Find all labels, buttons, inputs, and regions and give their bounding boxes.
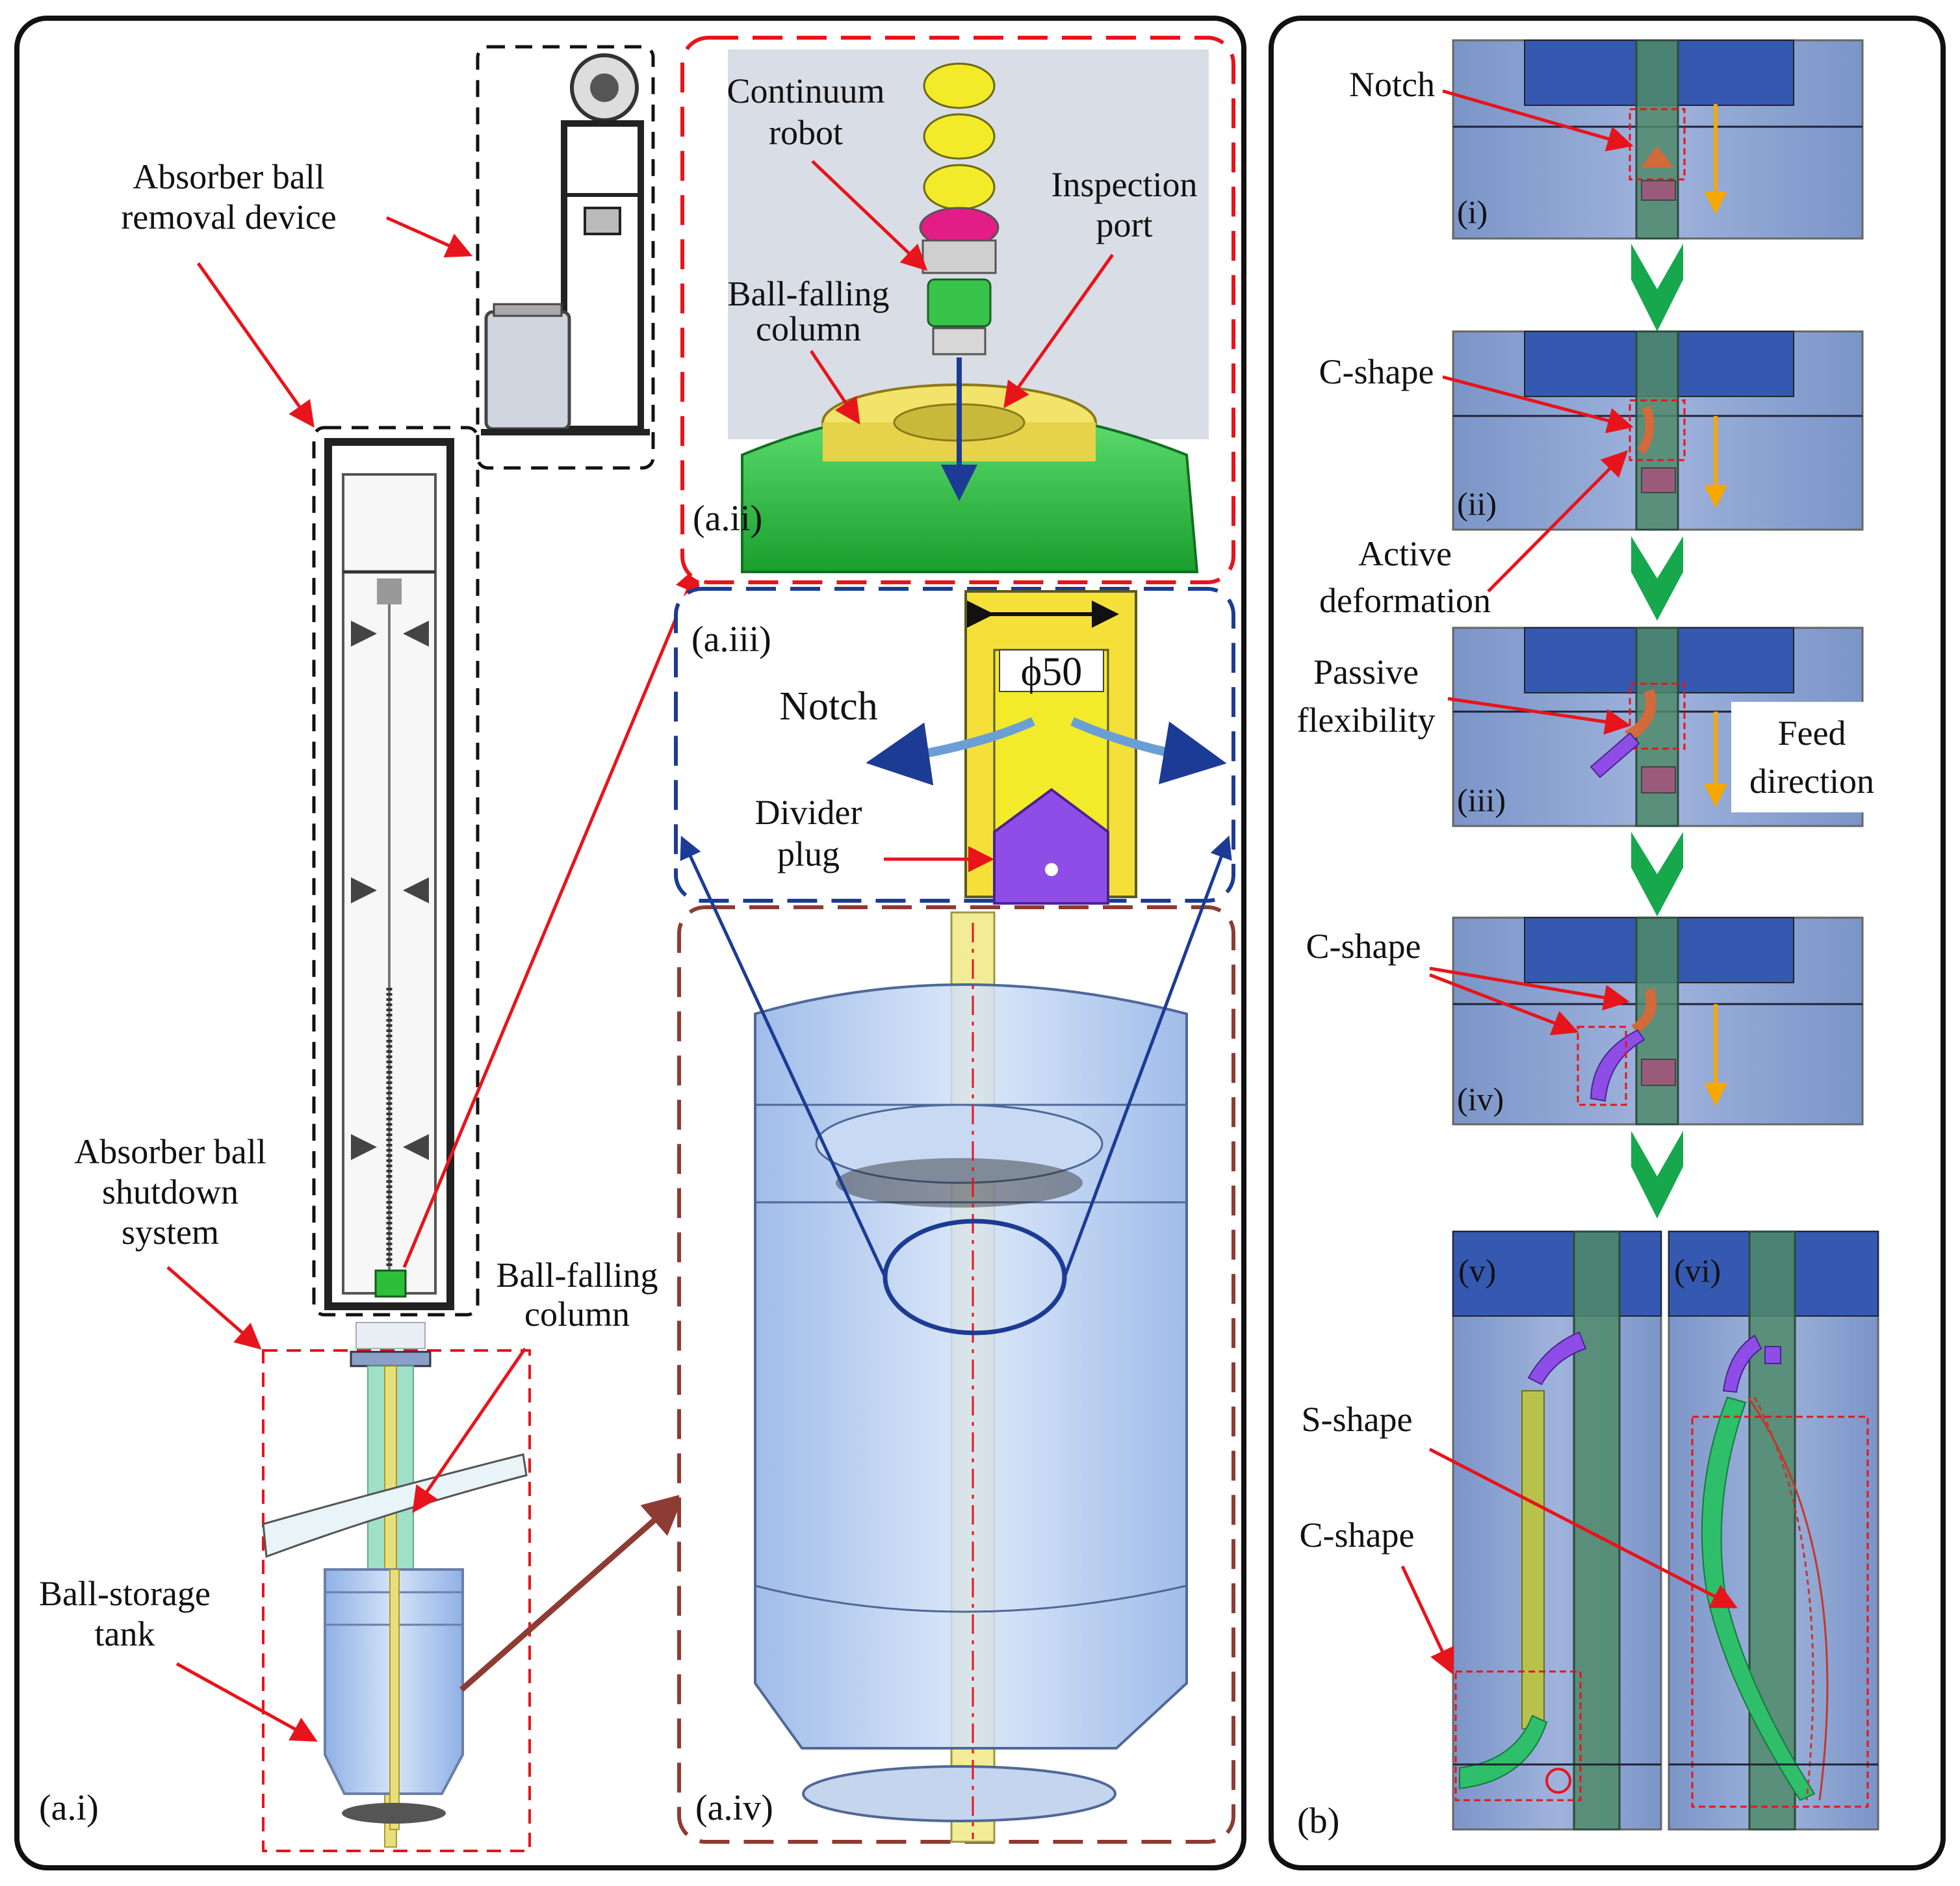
panel-aiv: (a.iv) [677,835,1235,1844]
feed-direction-label-1: Feed [1778,714,1846,753]
panel-tag-aiv: (a.iv) [695,1788,773,1828]
ball-storage-tank [754,983,1188,1750]
panel-tag-b: (b) [1297,1801,1339,1841]
zoom-arrow-brown [459,1493,685,1692]
panel-aii: Continuum robot Inspection port Ball-fal… [680,36,1235,584]
green-adapter [374,1269,407,1298]
panel-tag-aiii: (a.iii) [691,619,771,660]
removal-device-label-1: Absorber ball [133,157,324,196]
s-shape-label: S-shape [1302,1400,1413,1439]
step-i-tag: (i) [1457,194,1488,230]
step-chevron-1 [1631,244,1683,331]
step-v-tag: (v) [1458,1252,1496,1289]
step-iii-tag: (iii) [1457,782,1506,818]
shutdown-system-label-1: Absorber ball [74,1132,266,1171]
step-i: (i) [1452,39,1864,240]
step-iv: (iv) [1452,916,1864,1126]
panel-tag-ai: (a.i) [39,1788,99,1828]
passive-flexibility-label-1: Passive [1313,652,1419,691]
continuum-robot-label-2: robot [769,113,843,152]
step-vi-tag: (vi) [1674,1252,1721,1289]
divider-plug-label-2: plug [777,834,840,873]
active-deformation-label-1: Active [1358,534,1452,573]
step-ii: (ii) [1452,330,1864,531]
aii-ball-falling-label-1: Ball-falling [728,274,890,313]
active-deformation-label-2: deformation [1319,581,1491,620]
feed-direction-label-2: direction [1749,762,1874,801]
divider-plug-label-1: Divider [755,793,862,832]
floor-slab [262,1453,528,1558]
step-iv-label: C-shape [1306,927,1421,966]
continuum-robot-label-1: Continuum [727,71,884,110]
step-v: (v) [1452,1230,1662,1831]
c-shape-label-b: C-shape [1300,1516,1415,1555]
shutdown-system-drawing [262,1322,531,1852]
panel-tag-aii: (a.ii) [693,498,762,539]
panel-aiii: ϕ50 Notch Divider plug (a.iii) [674,587,1235,905]
shutdown-system-box [262,1349,531,1852]
step-chevron-2 [1631,536,1683,621]
shutdown-system-label-3: system [122,1213,219,1252]
notch-label: Notch [779,684,878,729]
removal-device-drawing [476,45,655,470]
removal-device-box [476,45,655,470]
inspection-port-label-1: Inspection [1051,165,1198,204]
diameter-label: ϕ50 [1021,650,1083,694]
storage-tank-label-2: tank [95,1614,155,1653]
shaft-frame-box [312,426,480,1317]
shaft-frame-drawing [312,426,480,1317]
ball-falling-column-label-1: Ball-falling [496,1256,658,1295]
ball-falling-column-label-2: column [524,1295,630,1334]
callout-arrows-a [166,216,700,1742]
step-ii-label: C-shape [1319,352,1434,391]
step-i-label: Notch [1349,65,1435,104]
step-chevron-4 [1631,1131,1683,1219]
aii-ball-falling-label-2: column [756,309,861,348]
continuum-robot [919,62,999,355]
step-iv-tag: (iv) [1457,1081,1504,1117]
inspection-port-label-2: port [1096,205,1153,244]
shutdown-system-label-2: shutdown [102,1172,239,1211]
passive-flexibility-label-2: flexibility [1297,701,1436,740]
storage-canister [484,310,571,431]
storage-tank-label-1: Ball-storage [39,1574,211,1613]
step-ii-tag: (ii) [1457,485,1497,522]
removal-device-label-2: removal device [121,198,336,237]
divider-plug [993,788,1109,905]
step-vi: (vi) [1668,1230,1879,1831]
step-chevron-3 [1631,832,1683,916]
